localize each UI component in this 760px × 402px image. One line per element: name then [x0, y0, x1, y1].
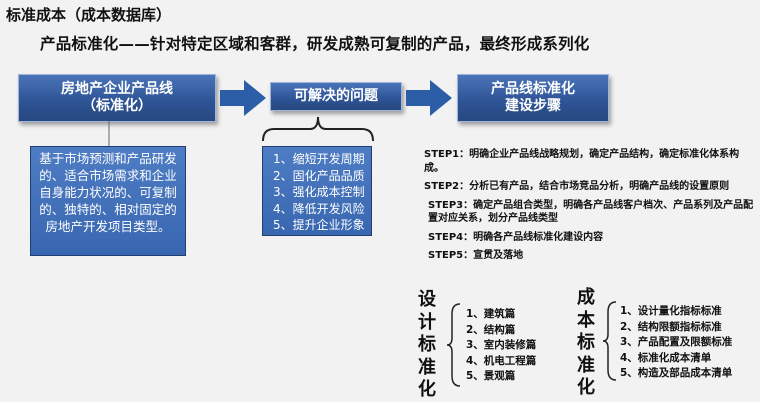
steps-header: 产品线标准化 建设步骤	[457, 74, 609, 122]
problems-list: 1、缩短开发周期 2、固化产品品质 3、强化成本控制 4、降低开发风险 5、提升…	[262, 146, 372, 236]
design-std-item: 3、室内装修篇	[466, 339, 537, 351]
problem-item: 4、降低开发风险	[273, 201, 365, 216]
cost-std-char: 准	[577, 354, 595, 376]
cost-std-char: 化	[577, 377, 595, 398]
step-item: STEP4：明确各产品线标准化建设内容	[428, 231, 604, 243]
problems-header: 可解决的问题	[270, 82, 402, 111]
problem-item: 2、固化产品品质	[273, 168, 365, 183]
problem-item: 3、强化成本控制	[273, 185, 365, 199]
design-std-char: 计	[418, 311, 436, 333]
product-line-header-line2: （标准化）	[82, 98, 152, 114]
design-std-item: 5、景观篇	[466, 370, 516, 382]
subtitle: 产品标准化——针对特定区域和客群，研发成熟可复制的产品，最终形成系列化	[40, 35, 590, 53]
design-std-char: 化	[418, 379, 436, 400]
product-line-header-line1: 房地产企业产品线	[61, 80, 173, 97]
cost-std-char: 成	[577, 287, 595, 308]
design-std-title: 设 计 标 准 化	[416, 289, 438, 402]
step-item: STEP3：确定产品组合类型，明确各产品线客户档次、产品系列及产品配置对应关系，…	[428, 199, 754, 225]
step-item: STEP2：分析已有产品，结合市场竞品分析，明确产品线的设置原则	[424, 181, 730, 192]
arrow-right-icon	[406, 80, 452, 120]
brace-icon	[260, 113, 376, 147]
steps-list: STEP1：明确企业产品线战略规划，确定产品结构，确定标准化体系构成。 STEP…	[424, 148, 754, 268]
cost-std-char: 本	[577, 309, 595, 331]
page-title: 标准成本（成本数据库）	[6, 6, 172, 24]
brace-icon	[446, 302, 462, 392]
cost-std-title: 成 本 标 准 化	[575, 287, 597, 400]
cost-std-item: 4、标准化成本清单	[620, 351, 712, 364]
brace-icon	[602, 300, 618, 386]
design-std-item: 2、结构篇	[466, 323, 516, 336]
problem-item: 1、缩短开发周期	[273, 152, 365, 166]
design-std-char: 标	[418, 334, 436, 355]
product-line-description: 基于市场预测和产品研发的、适合市场需求和企业自身能力状况的、可复制的、独特的、相…	[30, 146, 186, 256]
step-item: STEP1：明确企业产品线战略规划，确定产品结构，确定标准化体系构成。	[424, 149, 740, 174]
design-std-item: 1、建筑篇	[466, 308, 516, 320]
step-item: STEP5：宣贯及落地	[428, 250, 524, 261]
cost-std-item: 2、结构限额指标标准	[620, 320, 722, 333]
design-std-char: 设	[418, 289, 436, 310]
steps-header-line2: 建设步骤	[505, 98, 561, 114]
cost-std-char: 标	[577, 332, 595, 353]
design-std-item: 4、机电工程篇	[466, 354, 537, 367]
product-line-header: 房地产企业产品线 （标准化）	[18, 74, 216, 122]
cost-std-item: 5、构造及部品成本清单	[620, 367, 733, 379]
cost-std-item: 1、设计量化指标标准	[620, 305, 722, 317]
arrow-right-icon	[220, 80, 266, 120]
design-std-list: 1、建筑篇 2、结构篇 3、室内装修篇 4、机电工程篇 5、景观篇	[466, 307, 536, 385]
cost-std-item: 3、产品配置及限额标准	[620, 336, 733, 348]
problem-item: 5、提升企业形象	[273, 218, 365, 232]
cost-std-list: 1、设计量化指标标准 2、结构限额指标标准 3、产品配置及限额标准 4、标准化成…	[620, 304, 732, 382]
design-std-char: 准	[418, 356, 436, 378]
steps-header-line1: 产品线标准化	[491, 80, 575, 97]
